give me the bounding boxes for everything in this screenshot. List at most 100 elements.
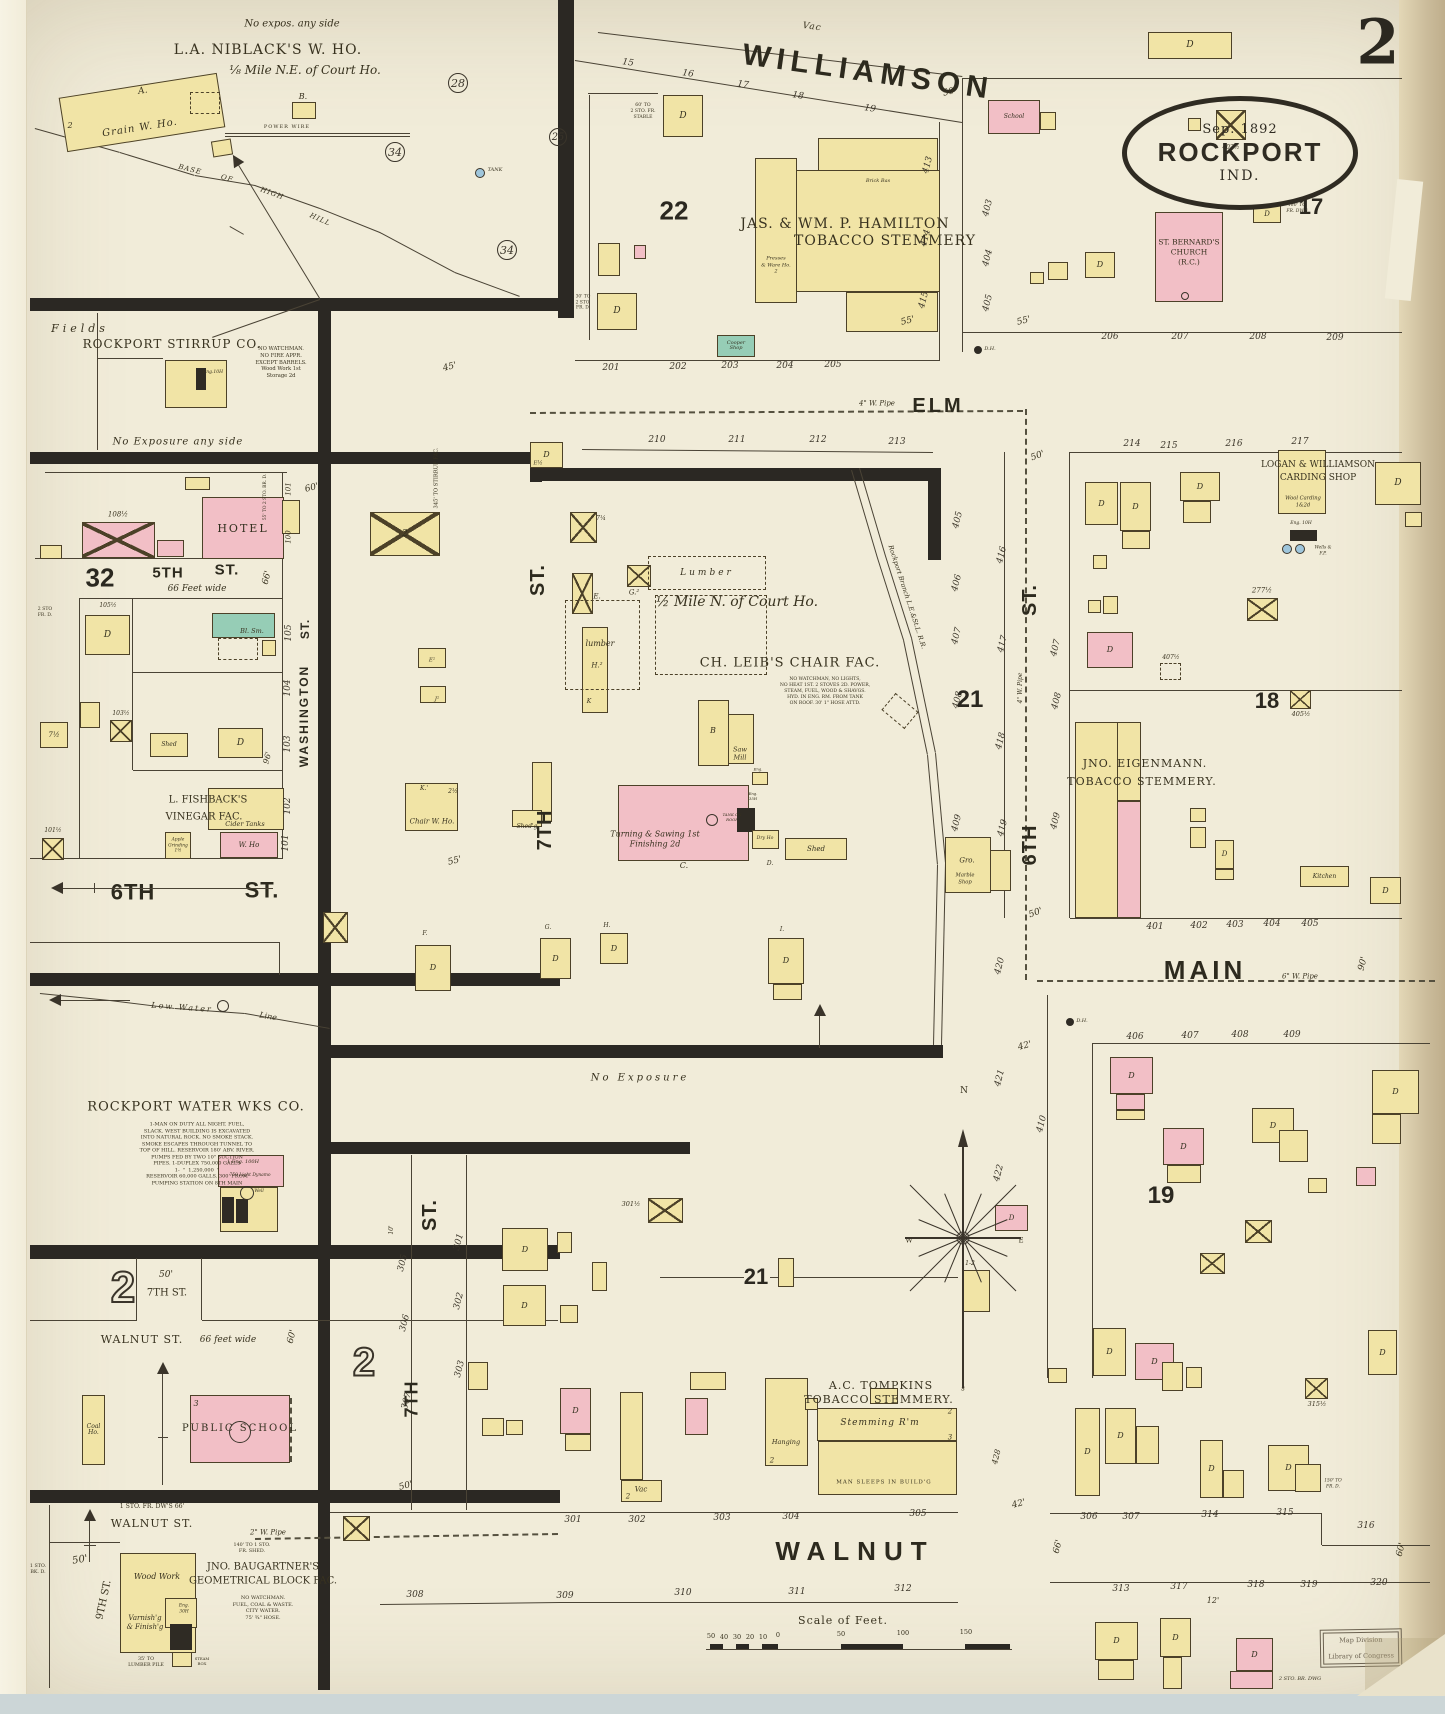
building-label: D [1382,885,1389,895]
map-text: JNO. BAUGARTNER'S [206,1561,320,1573]
building-label: D [679,110,687,121]
map-text: 55' [1015,314,1032,328]
map-text: Fields [51,321,109,335]
lot-number: 313 [1112,1584,1130,1594]
map-text: 7TH [534,809,556,851]
map-text: 6TH [110,879,156,905]
map-text: LOGAN & WILLIAMSON [1260,460,1376,471]
building: D [1085,482,1118,525]
lot-number: 214 [1123,439,1141,449]
building [1290,530,1317,541]
building [418,648,446,668]
building [262,640,276,656]
lot-number: 309 [556,1591,574,1601]
map-line [1070,690,1402,691]
building: D [1093,1328,1126,1376]
lot-number: 418 [993,731,1009,751]
map-text: ST. [298,618,313,640]
map-text: F. [422,930,428,938]
building: D [1368,1330,1397,1375]
building [170,1624,192,1650]
map-text: ST. [244,877,280,903]
map-text: JAS. & WM. P. HAMILTON [740,215,950,232]
street-block-bar [841,1644,903,1649]
street-block-bar [318,1058,331,1258]
scale-tick-label: 20 [745,1632,755,1641]
map-line [1004,452,1005,918]
building [598,243,620,276]
map-line [84,1545,96,1546]
building [512,810,542,827]
building [323,912,348,943]
map-text: 35' TO LUMBER PILE [128,1656,164,1668]
lot-number: 419 [995,818,1011,838]
building: Kitchen [1300,866,1349,887]
scale-tick-label: 10 [758,1632,768,1641]
lot-number: 307 [1122,1512,1140,1522]
building [1245,1220,1272,1243]
lot-number: 305 [909,1509,927,1519]
direction-arrow-line [57,888,273,889]
map-text: Wood Work [133,1571,181,1581]
lot-number: 404 [1263,919,1281,929]
map-text: ST. BERNARD'S CHURCH (R.C.) [1158,237,1220,266]
building-label: D [1096,260,1104,269]
map-text: 90' [1356,955,1370,972]
building-label: D [1186,40,1194,50]
map-text: CH. LEIB'S CHAIR FAC. [699,655,881,671]
building-label: D [1264,209,1270,218]
building [990,850,1011,891]
building: D [560,1388,591,1434]
building: D [1148,32,1232,59]
building [1160,663,1181,680]
map-line [158,1437,168,1438]
building [627,565,651,587]
map-text: Line [258,1010,278,1023]
building [1117,722,1141,801]
map-line [50,1542,120,1543]
building: D [1180,472,1220,501]
map-text: s [961,1384,965,1393]
building-label: D [103,629,112,640]
map-text: 2 [625,1492,631,1501]
map-text: Dry Ho [756,836,774,842]
lot-number: 205 [824,360,842,370]
map-line [933,864,938,1045]
scale-tick-label: 150 [959,1627,973,1636]
building [172,1652,192,1667]
map-text: Chair W. Ho. [409,817,455,826]
map-text: WASHINGTON [297,664,312,768]
scale-tick-label: 30 [732,1632,742,1641]
map-text: N [960,1086,968,1097]
building [1278,450,1326,514]
building [690,1372,726,1390]
map-line [279,942,280,975]
map-text: Gro. [959,856,975,865]
lot-number: 103 [283,735,293,753]
map-text: 1-MAN ON DUTY ALL NIGHT. FUEL, SLACK. WE… [139,1121,255,1187]
building-label: 7½ [48,730,60,739]
building-label: D [1098,498,1105,508]
water-pipe-line [1025,409,1027,980]
block-number: 19 [1147,1182,1175,1209]
map-text: WALNUT ST. [110,1516,194,1530]
map-text: 42' [1016,1039,1033,1053]
map-text: 345' TO STIRRUP FAC. [433,447,440,509]
building: D [540,938,571,979]
building-label: D [1132,501,1139,511]
building: D [502,1228,548,1271]
map-text: 45' [441,360,458,374]
building [218,638,258,660]
building [1048,262,1068,280]
map-text: 103½ [112,710,130,718]
map-text: Eng. 10H [1290,521,1312,527]
north-arrow-head [51,882,63,894]
building: D [1375,462,1421,505]
building [560,1305,578,1323]
stamp-state: IND. [1219,168,1261,184]
map-text: Vac [801,20,823,34]
map-text: TOBACCO STEMMERY. [1067,774,1217,788]
lot-number: 406 [949,573,965,593]
map-text: D.H. [984,345,996,352]
building: D [1200,1440,1223,1498]
